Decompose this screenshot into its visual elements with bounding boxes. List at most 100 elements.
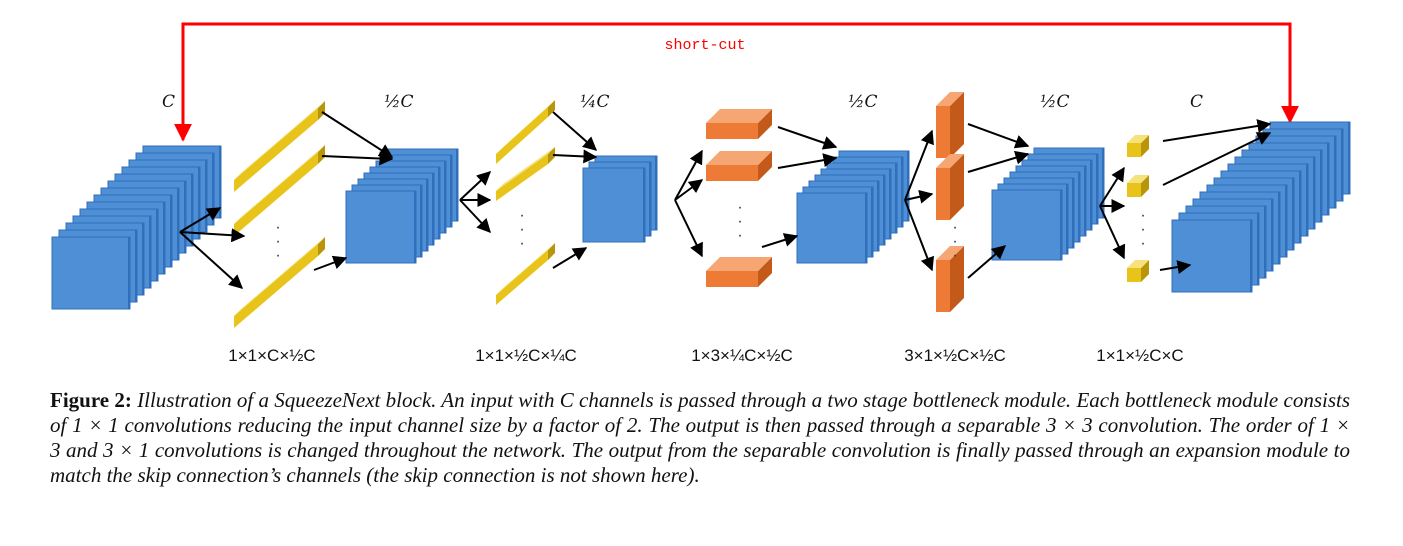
tensor-slice-edge: [142, 223, 144, 295]
flow-arrow: [313, 255, 348, 271]
flow-arrow: [674, 179, 704, 201]
flow-arrow: [179, 231, 244, 289]
tensor-slice-edge: [1084, 166, 1086, 236]
tensor-half-c-1: [345, 148, 459, 264]
filter-pillar-side: [950, 92, 964, 158]
ellipsis-dot: ·: [1140, 235, 1145, 252]
channel-label-after-2: ¼C: [580, 92, 609, 112]
filter-pillar-top: [936, 154, 964, 168]
shortcut-line: [174, 22, 1299, 142]
tensor-slice-edge: [205, 160, 207, 232]
filter-rod-side: [548, 100, 555, 117]
filter-rod-top: [234, 101, 325, 180]
flow-arrow: [904, 189, 934, 204]
ellipsis-dot: ·: [737, 213, 742, 230]
tensor-slice-edge: [907, 151, 909, 221]
tensor-slice-edge: [414, 191, 416, 263]
tensor-slice-edge: [177, 188, 179, 260]
flow-arrow: [674, 199, 703, 258]
filter-label-stage5: 1×1×½C×C: [1096, 346, 1183, 365]
channel-label-output: C: [1190, 92, 1203, 112]
filter-rod-front: [496, 107, 548, 164]
conv1x1-expand-filters: [1127, 135, 1149, 282]
flow-arrow: [321, 151, 394, 166]
filter-pillar-front: [936, 106, 950, 158]
filter-rod-side: [548, 243, 555, 260]
tensor-slice-edge: [1327, 143, 1329, 215]
filter-plate-front: [706, 271, 758, 287]
flow-arrow: [552, 111, 598, 151]
tensor-slice-edge: [149, 216, 151, 288]
filter-plate-top: [706, 151, 772, 165]
tensor-quarter-c: [582, 155, 658, 243]
filter-plate-side: [758, 151, 772, 181]
tensor-slice-edge: [1264, 206, 1266, 278]
filter-plate-top: [706, 109, 772, 123]
tensor-slice-edge: [184, 181, 186, 253]
ellipsis-dots: ···············: [275, 199, 1145, 264]
ellipsis-dot: ·: [737, 227, 742, 244]
figure-caption: Figure 2: Illustration of a SqueezeNext …: [50, 388, 1350, 488]
flow-arrow: [459, 199, 491, 234]
channel-label-after-1: ½C: [384, 92, 413, 112]
ellipsis-dot: ·: [275, 219, 280, 236]
flow-arrow: [321, 111, 394, 158]
conv3x1-filters: [936, 92, 964, 312]
tensor-slice-edge: [1334, 136, 1336, 208]
flow-arrow: [761, 233, 799, 248]
ellipsis-dot: ·: [952, 233, 957, 250]
ellipsis-dot: ·: [275, 247, 280, 264]
tensor-slice-edge: [1096, 154, 1098, 224]
flow-arrow: [179, 228, 246, 243]
tensor-slice-edge: [895, 163, 897, 233]
tensor-slice-edge: [1066, 184, 1068, 254]
tensor-slice-edge: [1341, 129, 1343, 201]
filter-pillar-side: [950, 154, 964, 220]
flow-arrow: [552, 149, 598, 164]
tensor-slice-edge: [901, 157, 903, 227]
filter-plate-front: [706, 123, 758, 139]
filter-cube-side: [1141, 260, 1149, 282]
filter-plate-side: [758, 109, 772, 139]
tensor-slice-edge: [444, 161, 446, 233]
filter-pillar-top: [936, 246, 964, 260]
output-tensor-stack: [1171, 121, 1351, 293]
filter-pillar-side: [950, 246, 964, 312]
flow-arrow: [967, 245, 1007, 279]
tensor-slice-edge: [1257, 213, 1259, 285]
filter-cube-top: [1127, 260, 1149, 268]
tensor-half-c-2: [796, 150, 910, 264]
tensor-slice-edge: [1102, 148, 1104, 218]
squeezenext-block-diagram: short-cut ··············· C ½C ¼C ½C ½C …: [51, 22, 1351, 365]
ellipsis-dot: ·: [952, 247, 957, 264]
tensor-slice-edge: [1299, 171, 1301, 243]
filter-rod-front: [496, 250, 548, 305]
flow-arrow: [674, 149, 703, 201]
tensor-slice: [1171, 219, 1253, 293]
filter-pillar-top: [936, 92, 964, 106]
tensor-slice-edge: [163, 202, 165, 274]
channel-label-after-3: ½C: [848, 92, 877, 112]
tensor-slice-edge: [420, 185, 422, 257]
filter-cube-top: [1127, 175, 1149, 183]
tensor-slice: [51, 236, 131, 310]
tensor-slice-edge: [212, 153, 214, 225]
conv1x3-filters: [706, 109, 772, 287]
flow-arrow: [1159, 260, 1192, 274]
tensor-slice-edge: [871, 187, 873, 257]
ellipsis-dot: ·: [275, 233, 280, 250]
flow-arrow: [904, 199, 934, 272]
ellipsis-dot: ·: [519, 207, 524, 224]
tensor-slice-edge: [219, 146, 221, 218]
filter-rod-front: [234, 244, 318, 328]
filter-cube-front: [1127, 183, 1141, 197]
filter-label-stage2: 1×1×½C×¼C: [475, 346, 577, 365]
filter-cube-front: [1127, 143, 1141, 157]
flow-arrow: [1099, 205, 1126, 260]
tensor-slice-edge: [426, 179, 428, 251]
filter-rod-top: [496, 243, 555, 295]
tensor-slice-edge: [655, 156, 657, 230]
tensor-half-c-3: [991, 147, 1105, 261]
tensor-slice-edge: [1320, 150, 1322, 222]
flow-arrow: [459, 171, 492, 201]
